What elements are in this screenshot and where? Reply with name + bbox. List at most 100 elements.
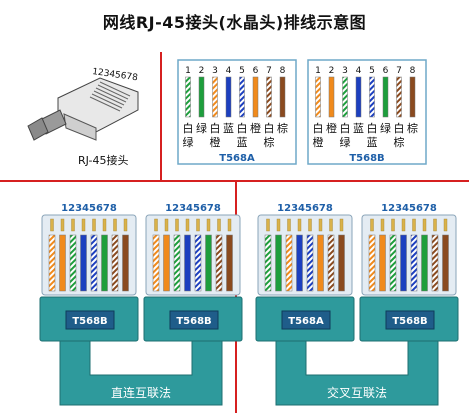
- gold-contact: [50, 218, 54, 232]
- pin-number: 1: [315, 66, 321, 76]
- gold-contact: [60, 218, 65, 232]
- pin-number: 2: [329, 66, 335, 76]
- standard-tag-label: T568B: [392, 316, 427, 327]
- wire-white-blue: [194, 234, 202, 292]
- pin-number: 3: [342, 66, 348, 76]
- wire-white-green: [389, 234, 397, 292]
- wire-label-top: 白: [183, 121, 194, 135]
- gold-contact: [164, 218, 169, 232]
- wire-brown: [338, 234, 345, 292]
- wire-label-top: 绿: [196, 121, 207, 135]
- standard-tag-label: T568A: [288, 316, 324, 327]
- wire-blue: [296, 234, 303, 292]
- wire-label-top: 白: [210, 121, 221, 135]
- pin-number: 2: [199, 66, 205, 76]
- wire-label-top: 棕: [277, 121, 288, 135]
- wire-orange: [328, 76, 335, 118]
- rj45-plug-illustration: 12345678 RJ-45接头: [27, 67, 139, 167]
- wire-white-brown: [215, 234, 223, 292]
- wire-green: [382, 76, 389, 118]
- wire-white-brown: [111, 234, 119, 292]
- pin-number: 5: [369, 66, 375, 76]
- gold-contact: [217, 218, 221, 232]
- standard-tag: [281, 310, 331, 330]
- wire-label-top: 白: [237, 121, 248, 135]
- gold-contact: [206, 218, 211, 232]
- wire-label-top: 白: [394, 121, 405, 135]
- cable-caption: 直连互联法: [111, 385, 171, 400]
- wire-blue: [184, 234, 191, 292]
- page-title: 网线RJ-45接头(水晶头)排线示意图: [102, 13, 367, 32]
- wire-brown: [442, 234, 449, 292]
- pin-number: 7: [266, 66, 272, 76]
- wire-white-orange: [212, 76, 218, 118]
- gold-contact: [287, 218, 291, 232]
- wire-white-brown: [396, 76, 402, 118]
- wire-label-top: 蓝: [353, 122, 364, 135]
- plug-pin-numbers: 12345678: [165, 203, 221, 214]
- wire-white-blue: [306, 234, 314, 292]
- wire-white-blue: [239, 76, 245, 118]
- standard-name: T568A: [219, 153, 255, 164]
- gold-contact: [380, 218, 385, 232]
- wire-orange: [317, 234, 324, 292]
- wire-label-top: 白: [313, 121, 324, 135]
- wire-label-top: 橙: [326, 121, 337, 135]
- plug-contacts: [89, 81, 131, 112]
- gold-contact: [266, 218, 270, 232]
- wire-label-bottom: 橙: [313, 135, 324, 149]
- gold-contact: [401, 218, 406, 232]
- wire-label-top: 橙: [250, 121, 261, 135]
- wire-label-top: 绿: [380, 121, 391, 135]
- pin-number: 8: [410, 66, 416, 76]
- pin-number: 6: [253, 66, 259, 76]
- gold-contact: [339, 218, 344, 232]
- wire-white-blue: [410, 234, 418, 292]
- wire-blue: [355, 76, 362, 118]
- gold-contact: [422, 218, 427, 232]
- wire-label-bottom: 棕: [264, 135, 275, 149]
- gold-contact: [370, 218, 374, 232]
- wire-white-orange: [285, 234, 293, 292]
- standards-panel: 1白绿2绿3白橙4蓝5白蓝6橙7白棕8棕T568A1白橙2橙3白绿4蓝5白蓝6绿…: [177, 59, 427, 165]
- wire-white-orange: [315, 76, 321, 118]
- wire-label-bottom: 绿: [340, 135, 351, 149]
- wire-orange: [163, 234, 170, 292]
- gold-contact: [227, 218, 232, 232]
- pin-number: 5: [239, 66, 245, 76]
- wire-orange: [252, 76, 259, 118]
- wire-white-green: [264, 234, 272, 292]
- pin-number: 4: [356, 66, 362, 76]
- wire-white-green: [173, 234, 181, 292]
- plug-caption: RJ-45接头: [78, 154, 128, 167]
- gold-contact: [123, 218, 128, 232]
- gold-contact: [154, 218, 158, 232]
- wire-green: [421, 234, 428, 292]
- cable-body: [59, 340, 223, 406]
- wire-blue: [400, 234, 407, 292]
- pin-number: 8: [280, 66, 286, 76]
- wire-label-top: 白: [264, 121, 275, 135]
- gold-contact: [308, 218, 312, 232]
- gold-contact: [391, 218, 395, 232]
- standard-tag: [65, 310, 115, 330]
- pin-number: 6: [383, 66, 389, 76]
- wire-white-brown: [266, 76, 272, 118]
- wire-brown: [122, 234, 129, 292]
- wire-label-bottom: 橙: [210, 135, 221, 149]
- wire-white-green: [342, 76, 348, 118]
- plug-housing: [361, 214, 457, 296]
- wire-white-orange: [48, 234, 56, 292]
- wire-green: [205, 234, 212, 292]
- wire-white-blue: [369, 76, 375, 118]
- wire-white-green: [69, 234, 77, 292]
- standard-tag: [385, 310, 435, 330]
- wire-white-orange: [152, 234, 160, 292]
- plug-pin-numbers: 12345678: [277, 203, 333, 214]
- gold-contact: [175, 218, 179, 232]
- gold-contact: [318, 218, 323, 232]
